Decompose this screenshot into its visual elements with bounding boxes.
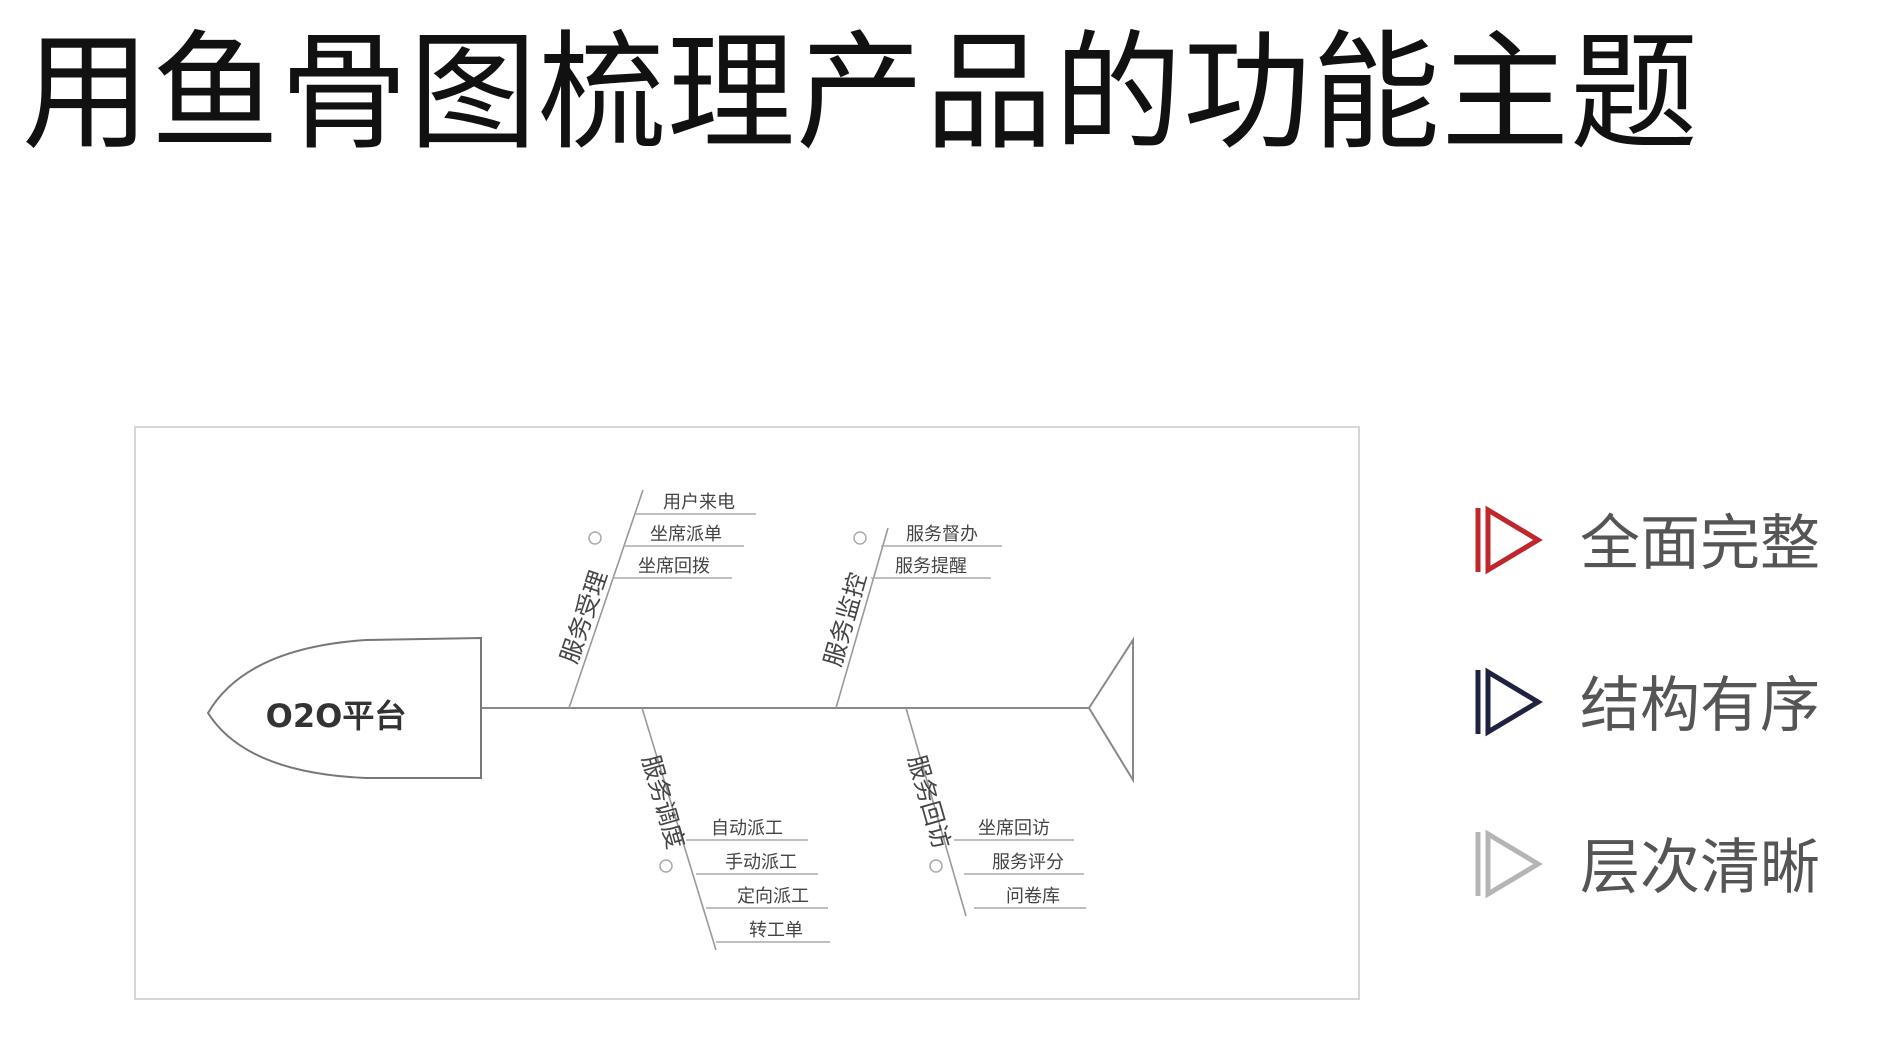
fishbone-diagram: O2O平台 服务受理 用户来电 坐席派单 坐席回拨 服务监控 服务督办 服务提醒	[134, 426, 1360, 1000]
branch-node-icon	[929, 859, 943, 873]
branch-item: 坐席派单	[650, 524, 722, 545]
legend-item-complete: 全面完整	[1470, 500, 1870, 590]
branch-item: 用户来电	[663, 492, 735, 513]
play-triangle-icon	[1475, 667, 1543, 737]
branch-item: 转工单	[749, 920, 803, 941]
branch-service-dispatch: 服务调度 自动派工 手动派工 定向派工 转工单	[636, 707, 830, 951]
legend-label: 层次清晰	[1580, 833, 1820, 903]
branch-service-intake: 服务受理 用户来电 坐席派单 坐席回拨	[555, 489, 756, 709]
branch-node-icon	[588, 531, 602, 545]
branch-item: 坐席回拨	[638, 556, 710, 577]
legend-item-layered: 层次清晰	[1470, 824, 1870, 914]
branch-label: 服务监控	[819, 570, 872, 670]
branch-label: 服务受理	[555, 567, 613, 667]
legend-label: 全面完整	[1580, 509, 1820, 579]
branch-item: 服务评分	[992, 852, 1064, 873]
fish-tail	[1087, 636, 1134, 784]
branch-item: 服务提醒	[895, 556, 967, 577]
branch-item: 坐席回访	[978, 818, 1050, 839]
branch-label: 服务调度	[636, 752, 689, 852]
legend-item-structured: 结构有序	[1470, 662, 1870, 752]
fishbone-svg: O2O平台 服务受理 用户来电 坐席派单 坐席回拨 服务监控 服务督办 服务提醒	[206, 489, 1134, 951]
branch-item: 自动派工	[711, 818, 783, 839]
head-label: O2O平台	[266, 697, 407, 735]
branch-item: 问卷库	[1006, 886, 1060, 907]
branch-node-icon	[853, 531, 867, 545]
legend-label: 结构有序	[1580, 671, 1820, 741]
branch-label: 服务回访	[902, 752, 955, 852]
branch-service-followup: 服务回访 坐席回访 服务评分 问卷库	[902, 707, 1086, 917]
branch-item: 服务督办	[906, 524, 978, 545]
page-title: 用鱼骨图梳理产品的功能主题	[22, 19, 1700, 168]
fish-head	[206, 636, 482, 779]
branch-item: 手动派工	[725, 852, 797, 873]
branch-node-icon	[659, 859, 673, 873]
branch-item: 定向派工	[737, 886, 809, 907]
branch-service-monitoring: 服务监控 服务督办 服务提醒	[819, 524, 1002, 709]
play-triangle-icon	[1475, 505, 1543, 575]
play-triangle-icon	[1475, 829, 1543, 899]
